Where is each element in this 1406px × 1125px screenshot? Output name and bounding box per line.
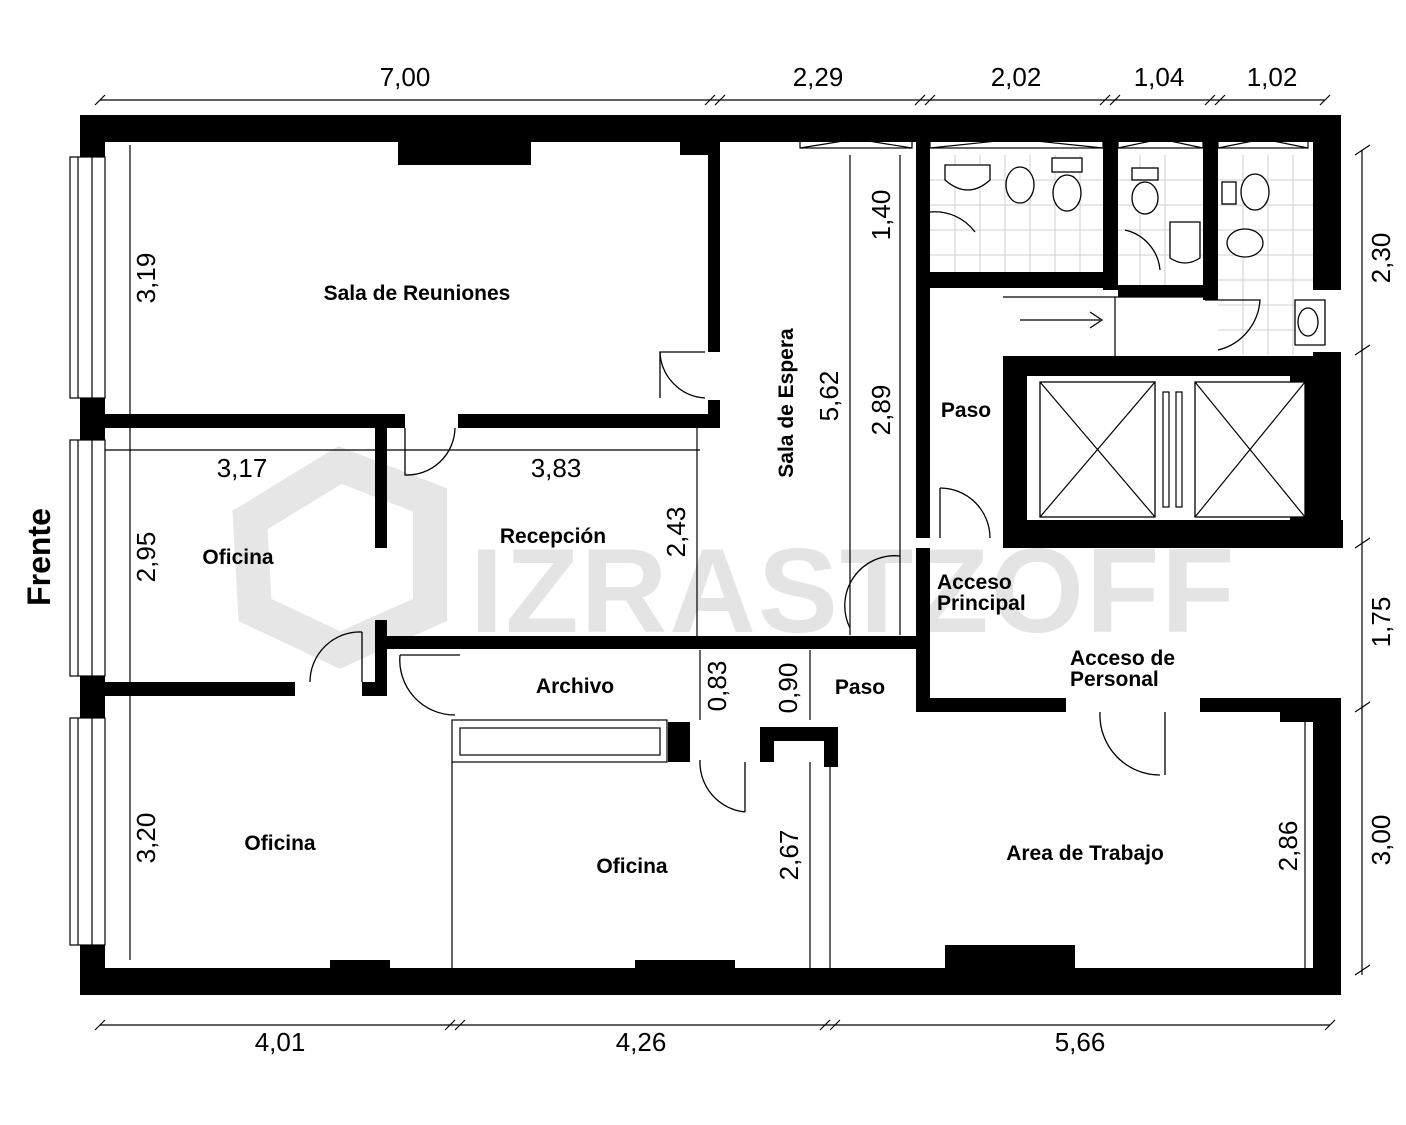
room-oficina-1: Oficina (202, 546, 274, 569)
dim-right-2-30: 2,30 (1366, 233, 1396, 284)
dim-bottom-5-66: 5,66 (1055, 1027, 1106, 1057)
toilet-icon (1240, 173, 1270, 211)
dim-2-67: 2,67 (774, 830, 804, 881)
sink-icon (1169, 221, 1201, 264)
dim-0-83: 0,83 (702, 661, 732, 712)
dim-3-83: 3,83 (531, 453, 582, 483)
dim-1-40: 1,40 (866, 190, 896, 241)
dim-2-43: 2,43 (661, 507, 691, 558)
room-oficina-2: Oficina (244, 832, 316, 855)
room-acceso-personal-line1: Acceso de (1070, 647, 1175, 670)
dim-top-1-04: 1,04 (1134, 62, 1185, 92)
dim-top-1-02: 1,02 (1247, 62, 1298, 92)
dim-2-95: 2,95 (131, 532, 161, 583)
front-label: Frente (21, 508, 57, 606)
bidet-icon (1226, 228, 1264, 258)
dim-right-1-75: 1,75 (1366, 597, 1396, 648)
room-acceso-personal-line2: Personal (1070, 668, 1159, 691)
watermark-logo-icon (232, 446, 447, 669)
dim-3-19: 3,19 (131, 253, 161, 304)
windows (69, 129, 1309, 970)
room-area-de-trabajo: Area de Trabajo (1006, 842, 1164, 865)
dim-bottom-4-01: 4,01 (255, 1027, 306, 1057)
dim-3-17: 3,17 (217, 453, 268, 483)
elevators (1020, 311, 1306, 518)
toilet-icon (1052, 174, 1082, 212)
room-acceso-principal-line2: Principal (937, 592, 1026, 615)
room-sala-de-espera: Sala de Espera (775, 328, 798, 478)
room-paso-upper: Paso (941, 399, 991, 422)
dim-5-62: 5,62 (814, 371, 844, 422)
dim-right-3-00: 3,00 (1366, 815, 1396, 866)
room-archivo: Archivo (536, 675, 614, 698)
dim-3-20: 3,20 (131, 813, 161, 864)
dim-top-2-02: 2,02 (991, 62, 1042, 92)
room-acceso-principal-line1: Acceso (937, 571, 1012, 594)
toilet-icon (1131, 181, 1159, 215)
dim-top-7-00: 7,00 (380, 62, 431, 92)
room-paso-lower: Paso (835, 676, 885, 699)
room-labels: Sala de Reuniones Sala de Espera Paso Of… (21, 282, 1175, 878)
dim-0-90: 0,90 (773, 663, 803, 714)
room-oficina-3: Oficina (596, 855, 668, 878)
dim-2-86: 2,86 (1273, 821, 1303, 872)
dimension-labels: 7,00 2,29 2,02 1,04 1,02 4,01 4,26 5,66 … (131, 62, 1396, 1057)
dimension-lines (94, 94, 1371, 1031)
dim-top-2-29: 2,29 (793, 62, 844, 92)
doors (309, 211, 1261, 813)
room-recepcion: Recepción (500, 525, 606, 548)
sink-icon (944, 164, 991, 191)
walls (80, 115, 1343, 995)
dim-bottom-4-26: 4,26 (616, 1027, 667, 1057)
room-sala-de-reuniones: Sala de Reuniones (324, 282, 511, 305)
dim-2-89: 2,89 (866, 385, 896, 436)
sanitary-fixtures (944, 157, 1326, 346)
bidet-icon (1005, 166, 1035, 204)
